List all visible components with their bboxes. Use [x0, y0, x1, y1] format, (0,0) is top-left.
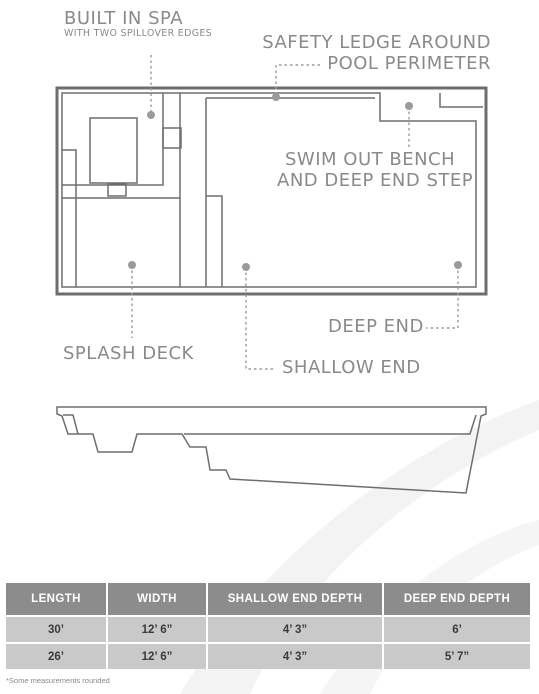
spa-wall — [62, 93, 164, 186]
footnote: *Some measurements rounded — [6, 676, 110, 685]
shallow-end-callout: SHALLOW END — [282, 357, 421, 378]
deep-end-callout: DEEP END — [328, 316, 424, 337]
deep-end-dot — [454, 261, 462, 269]
deep-end-leader — [426, 265, 459, 329]
bench-callout-line2: AND DEEP END STEP — [277, 170, 474, 191]
table-header-row: LENGTH WIDTH SHALLOW END DEPTH DEEP END … — [6, 583, 530, 616]
cell-width: 12’ 6” — [107, 642, 208, 669]
table-row: 30’ 12’ 6” 4’ 3” 6’ — [6, 615, 530, 643]
shallow-end-leader — [245, 267, 276, 370]
side-profile — [56, 406, 487, 494]
ledge-callout-line2: POOL PERIMETER — [327, 53, 491, 74]
table-row: 26’ 12’ 6” 4’ 3” 5’ 7” — [6, 642, 530, 669]
cell-shallow-depth: 4’ 3” — [207, 615, 384, 643]
header-width: WIDTH — [107, 583, 208, 616]
spa-callout-title: BUILT IN SPA — [64, 8, 184, 29]
spillover-edge-1 — [107, 183, 127, 197]
splash-deck-callout: SPLASH DECK — [63, 343, 194, 364]
spa-rectangle — [89, 117, 138, 184]
cell-width: 12’ 6” — [107, 615, 208, 643]
inner-ledge-outline — [61, 92, 477, 288]
cell-length: 26’ — [6, 642, 108, 669]
specs-table: LENGTH WIDTH SHALLOW END DEPTH DEEP END … — [6, 583, 530, 669]
spa-step-lines — [62, 149, 180, 287]
pool-diagram — [55, 55, 488, 494]
side-profile-inner — [63, 414, 477, 435]
shallow-end-dot — [242, 263, 250, 271]
spa-dot — [147, 111, 155, 119]
header-length: LENGTH — [6, 583, 108, 616]
bench-dot — [405, 102, 413, 110]
cell-deep-depth: 5’ 7” — [383, 642, 530, 669]
ledge-leader — [275, 64, 320, 97]
bench-lines — [179, 93, 375, 287]
pool-outline — [55, 86, 488, 296]
deep-step-line — [439, 93, 483, 108]
cell-shallow-depth: 4’ 3” — [207, 642, 384, 669]
splash-deck-dot — [128, 261, 136, 269]
header-shallow-depth: SHALLOW END DEPTH — [207, 583, 384, 616]
cell-length: 30’ — [6, 615, 108, 643]
spa-callout-subtitle: WITH TWO SPILLOVER EDGES — [64, 28, 213, 39]
cell-deep-depth: 6’ — [383, 615, 530, 643]
ledge-callout-line1: SAFETY LEDGE AROUND — [262, 32, 491, 53]
spillover-edge-2 — [162, 127, 182, 149]
header-deep-depth: DEEP END DEPTH — [383, 583, 530, 616]
ledge-dot — [272, 93, 280, 101]
bench-callout-line1: SWIM OUT BENCH — [285, 149, 456, 170]
